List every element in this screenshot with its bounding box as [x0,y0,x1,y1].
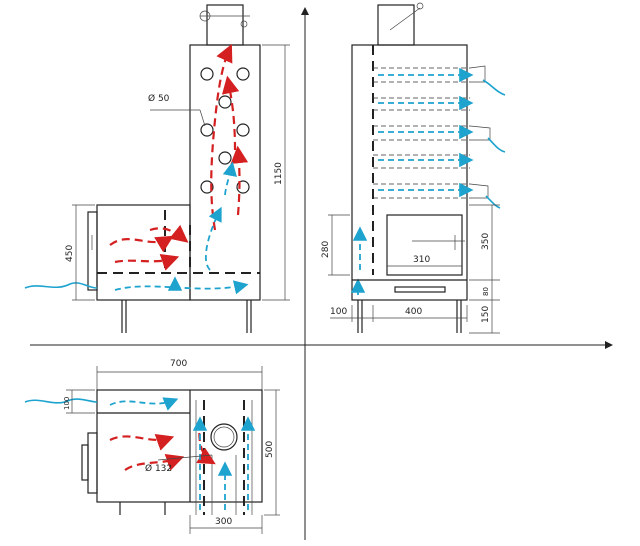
axes [30,7,613,540]
side-cold-flow [24,161,249,295]
side-firebox [96,204,191,301]
dim-leg-height: 150 [481,306,491,323]
dim-left-offset: 100 [330,307,347,317]
front-view: 280 310 350 80 150 100 400 [321,2,506,334]
dim-flue-diameter: Ø 132 [145,463,172,474]
plan-body [96,389,263,503]
dim-door-width: 310 [413,255,430,265]
front-chimney-pipe [377,4,415,46]
dim-firebox-height: 450 [65,245,75,262]
front-body [351,44,468,301]
plan-view: 700 100 [24,359,280,534]
dim-pipe-holes: Ø 50 [148,93,170,104]
dim-front-width: 400 [405,307,422,317]
side-chimney-pipe [206,4,244,46]
dim-door-panel-height: 350 [481,233,491,250]
ash-drawer-handle [394,286,446,293]
plan-flue [210,423,238,451]
dim-plan-depth: 500 [265,441,275,458]
dim-door-opening-height: 280 [321,241,331,258]
side-view: Ø 50 1150 450 [24,4,290,333]
dim-top-width: 700 [170,359,187,369]
pipe-holes [200,67,250,194]
front-air-flow [350,67,506,295]
side-hot-flow [109,44,249,271]
plan-door-handle [87,432,98,494]
front-door [386,214,463,276]
side-tower [189,44,261,301]
front-pipes [373,65,491,199]
dim-ash-height: 80 [482,287,490,296]
dim-plan-chimney-width: 300 [215,517,232,527]
dim-top-depth-small: 100 [63,397,71,410]
side-door-handle [87,211,98,291]
plan-flows [24,397,256,510]
dim-total-height: 1150 [274,162,284,185]
